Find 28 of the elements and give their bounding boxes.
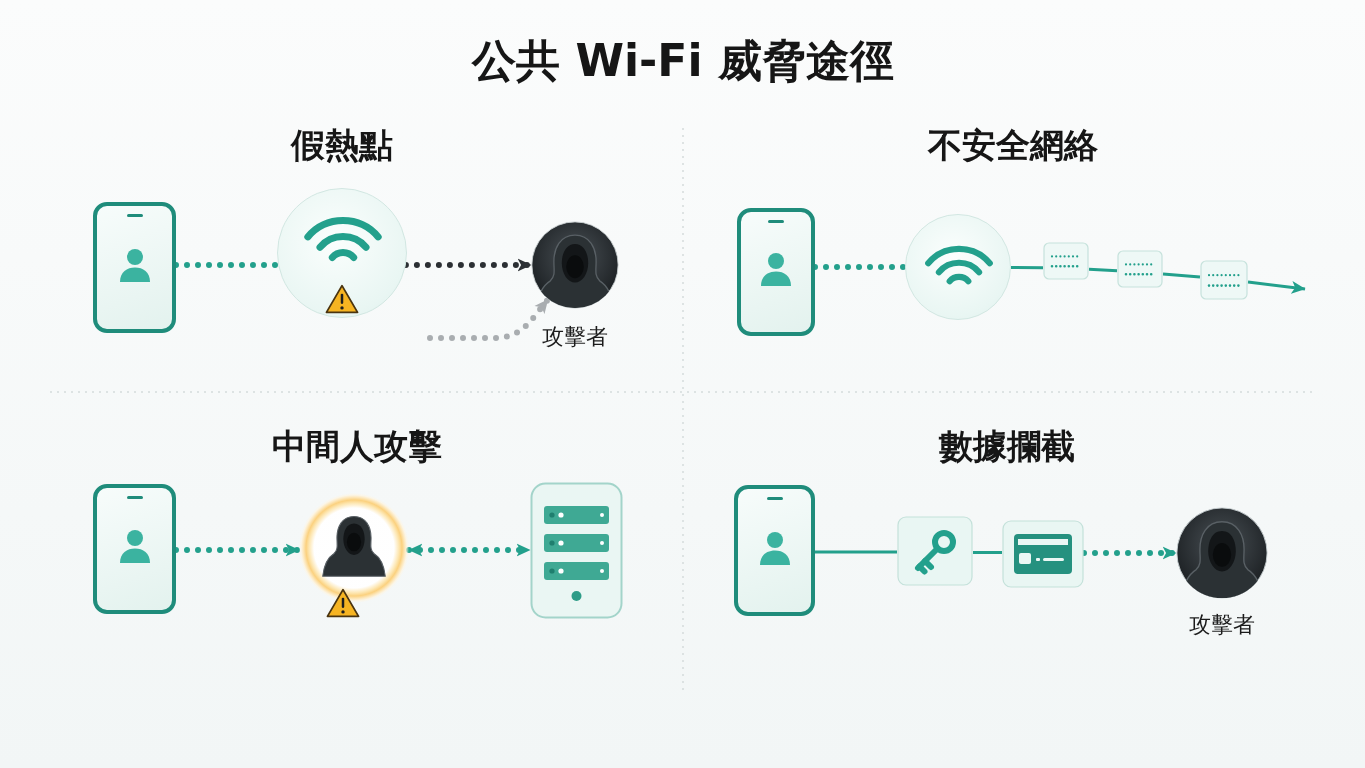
hooded-figure-icon (1176, 507, 1268, 599)
data-packet-icon (1117, 250, 1163, 288)
smartphone-illustration (737, 208, 815, 336)
connector-line (815, 550, 897, 554)
title: 公共 Wi-Fi 威脅途徑 (472, 36, 894, 87)
data-packet-icon (1043, 242, 1089, 280)
hooded-figure-icon (531, 221, 619, 309)
caption-text: 攻擊者 (542, 324, 608, 351)
section-heading: 假熱點 (291, 126, 393, 166)
credit-card-icon (1002, 520, 1084, 588)
connector-line (973, 550, 1002, 555)
dotted-arrow (427, 296, 551, 341)
smartphone-illustration (93, 484, 176, 614)
connector-line (1011, 266, 1043, 270)
data-packet-icon (1200, 260, 1248, 300)
section-heading: 中間人攻擊 (272, 427, 442, 467)
section-heading: 不安全網絡 (928, 126, 1098, 166)
key-icon (897, 516, 973, 586)
connector-line (1162, 272, 1201, 279)
connector-line (1088, 267, 1118, 273)
smartphone-illustration (93, 202, 176, 333)
section-heading: 數據攔截 (939, 427, 1075, 467)
dotted-arrow (173, 543, 302, 557)
caption-text: 攻擊者 (1189, 612, 1255, 639)
dotted-line (812, 264, 908, 270)
server-illustration (530, 482, 623, 619)
arrow (1247, 280, 1306, 294)
smartphone-illustration (734, 485, 815, 616)
